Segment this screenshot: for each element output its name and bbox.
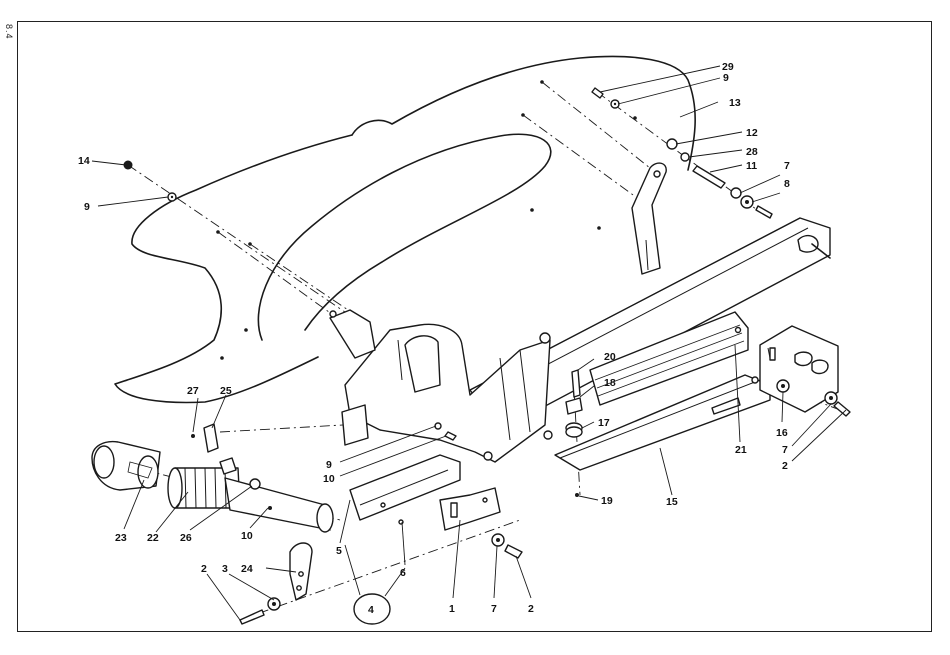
part-20-bolt (572, 370, 580, 397)
callout-2: 2 (528, 603, 534, 615)
main-frame-bracket (330, 310, 552, 462)
callout-5: 5 (336, 545, 342, 557)
callout-22: 22 (147, 532, 159, 544)
callout-6: 6 (400, 567, 406, 579)
callout-26: 26 (180, 532, 192, 544)
callout-4: 4 (368, 604, 374, 616)
rear-hanger-bracket (632, 163, 666, 274)
callout-13: 13 (729, 97, 741, 109)
callout-1: 1 (449, 603, 455, 615)
part-11-pin (693, 166, 725, 188)
callout-9: 9 (723, 72, 729, 84)
callout-10: 10 (241, 530, 253, 542)
callout-11: 11 (746, 160, 757, 172)
callout-7: 7 (782, 444, 788, 456)
callout-28: 28 (746, 146, 758, 158)
callout-9: 9 (84, 201, 90, 213)
callout-21: 21 (735, 444, 747, 456)
part-1-bracket (440, 488, 500, 530)
callout-7: 7 (491, 603, 497, 615)
part-29-bolt (592, 88, 603, 98)
callout-20: 20 (604, 351, 616, 363)
callout-2: 2 (782, 460, 788, 472)
callout-3: 3 (222, 563, 228, 575)
callout-2: 2 (201, 563, 207, 575)
callout-23: 23 (115, 532, 127, 544)
callout-12: 12 (746, 127, 758, 139)
lamp-housing (92, 442, 160, 490)
callout-15: 15 (666, 496, 678, 508)
callout-10: 10 (323, 473, 335, 485)
callout-27: 27 (187, 385, 199, 397)
callout-25: 25 (220, 385, 232, 397)
callout-17: 17 (598, 417, 610, 429)
callout-14: 14 (78, 155, 90, 167)
callout-24: 24 (241, 563, 253, 575)
hardware (124, 88, 851, 624)
callout-8: 8 (784, 178, 790, 190)
callout-7: 7 (784, 160, 790, 172)
callout-9: 9 (326, 459, 332, 471)
callout-18: 18 (604, 377, 616, 389)
callout-16: 16 (776, 427, 788, 439)
callout-19: 19 (601, 495, 613, 507)
